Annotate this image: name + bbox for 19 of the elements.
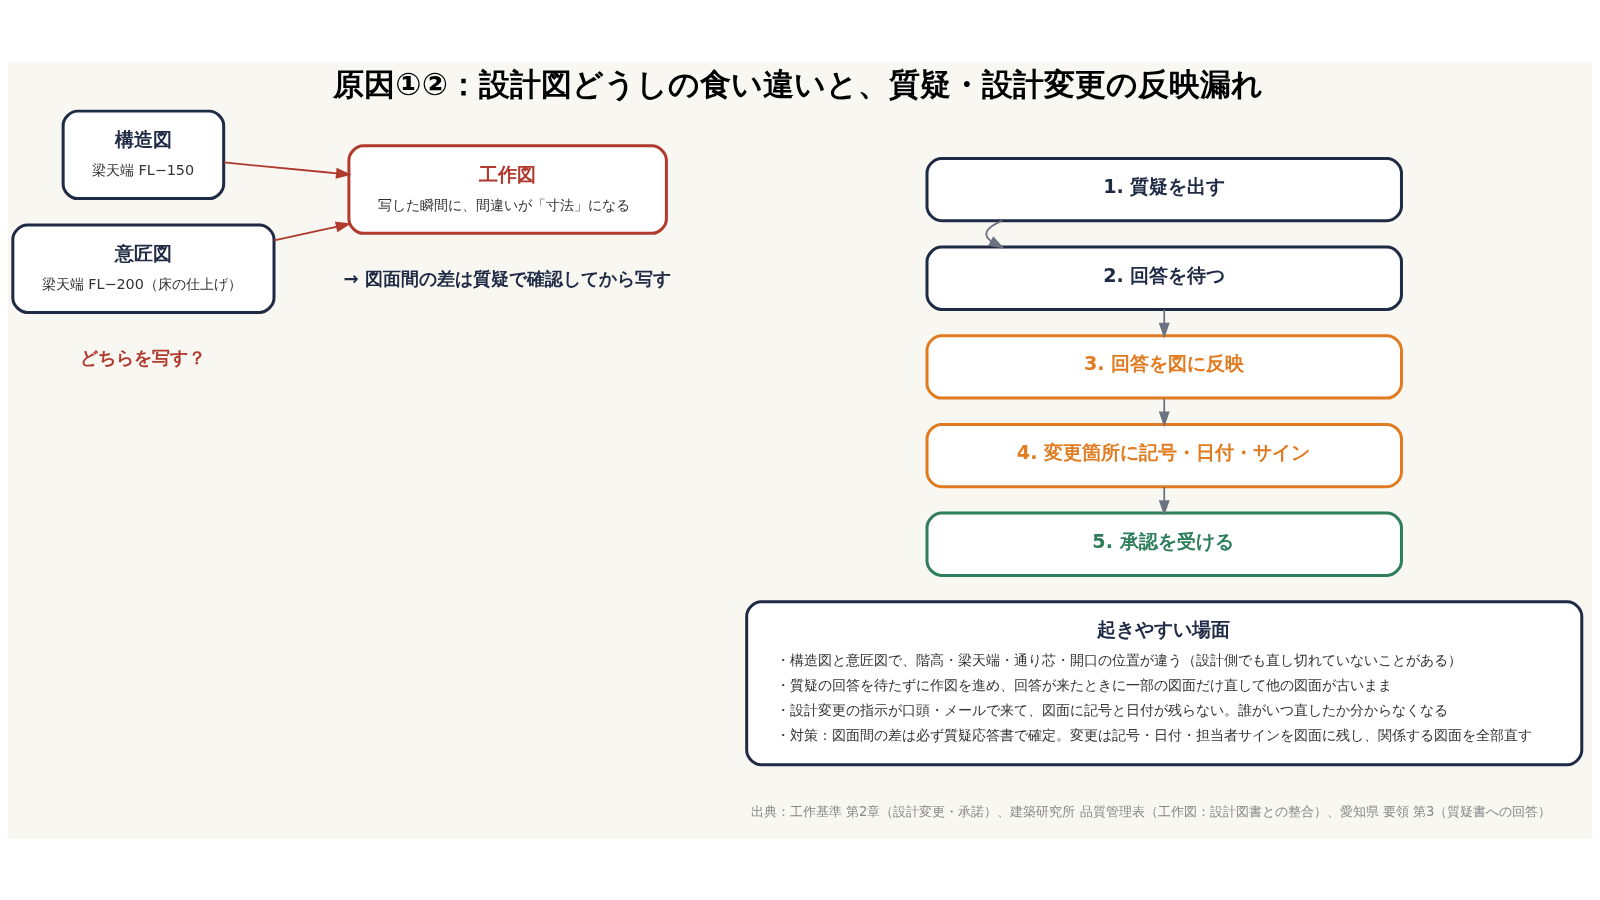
- node-box: 5. 承認を受ける: [925, 511, 1403, 577]
- label: 出典：工作基準 第2章（設計変更・承諾）、建築研究所 品質管理表（工作図：設計図書との整合）、愛知県 要領 第3（質疑書への回答）: [750, 803, 1552, 819]
- diagram-title: 原因①②：設計図どうしの食い違いと、質疑・設計変更の反映漏れ: [333, 65, 1264, 102]
- node-box: 意匠図 梁天端 FL−200（床の仕上げ）: [11, 222, 276, 314]
- node-box: 工作図 写した瞬間に、間違いが「寸法」になる: [347, 143, 668, 235]
- label: どちらを写す？: [79, 346, 206, 368]
- node-box: 2. 回答を待つ: [925, 245, 1403, 311]
- arrow: [1158, 396, 1170, 427]
- label: → 図面間の差は質疑で確認してから写す: [343, 267, 671, 289]
- arrow: [1158, 485, 1170, 516]
- node-box: 構造図 梁天端 FL−150: [61, 109, 226, 200]
- arrow: [223, 161, 352, 179]
- node-box: 起きやすい場面 ・構造図と意匠図で、階高・梁天端・通り芯・開口の位置が違う（設計側でも直し切れていないことがある） ・質疑の回答を待たずに作図を進め、回答が来たときに一部の図面だけ直して他の図面が古いまま ・設計変更の指示が口頭・メールで来て、図面に記号と日付が残らない。誰がいつ直したか分からなくなる ・対策：図面間の差は必ず質疑応答書で確定。変更は記号・日付・担当者サインを図面に残し、関係する図面を全部直す: [745, 599, 1584, 766]
- node-box: 3. 回答を図に反映: [925, 333, 1403, 400]
- arrow: [985, 219, 1005, 248]
- arrow: [1158, 308, 1170, 338]
- node-box: 4. 変更箇所に記号・日付・サイン: [925, 422, 1403, 488]
- node-box: 1. 質疑を出す: [925, 156, 1403, 222]
- arrow: [273, 221, 352, 241]
